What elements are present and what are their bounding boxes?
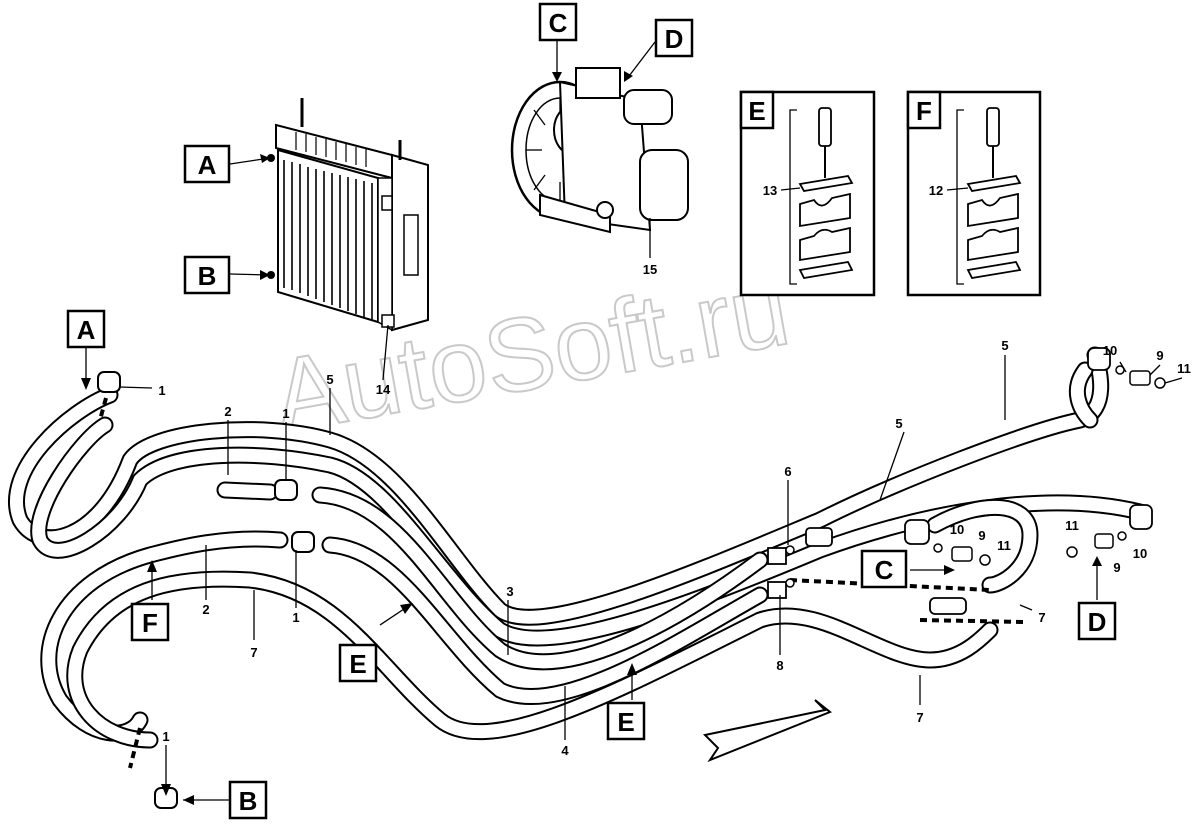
part-number-6: 6 <box>784 464 791 479</box>
svg-text:E: E <box>349 649 366 679</box>
part-number-5-left: 5 <box>326 372 333 387</box>
part-number-5-mid: 5 <box>895 416 902 431</box>
part-number-13: 13 <box>763 183 777 198</box>
part-number-11-top: 11 <box>1177 361 1191 376</box>
part-number-1-top: 1 <box>158 383 165 398</box>
svg-text:A: A <box>77 315 96 345</box>
forward-arrow-icon <box>702 699 832 763</box>
part-number-14: 14 <box>376 382 391 397</box>
part-number-9-c: 9 <box>978 528 985 543</box>
oil-cooler-radiator <box>267 98 429 332</box>
part-number-10-d: 10 <box>1133 546 1147 561</box>
detail-view-f: F 12 <box>906 90 1042 297</box>
part-number-10-top: 10 <box>1103 343 1117 358</box>
callout-f-hose: F <box>130 602 170 642</box>
detail-f-label: F <box>916 96 932 126</box>
part-number-9-top: 9 <box>1156 348 1163 363</box>
svg-text:D: D <box>1088 607 1107 637</box>
part-number-11-c: 11 <box>997 538 1011 553</box>
transmission-housing <box>510 67 689 234</box>
svg-text:D: D <box>665 24 684 54</box>
part-number-12: 12 <box>929 183 943 198</box>
callout-d-fitting: D <box>1077 601 1117 641</box>
svg-text:A: A <box>198 150 217 180</box>
part-number-2-top: 2 <box>224 404 231 419</box>
part-number-7-left: 7 <box>250 645 257 660</box>
svg-text:B: B <box>198 261 217 291</box>
part-number-1-bottom: 1 <box>162 729 169 744</box>
part-number-4: 4 <box>561 743 569 758</box>
callout-b-hose: B <box>228 780 268 820</box>
callout-a-hose: A <box>66 309 106 349</box>
callout-a-radiator: A <box>183 144 231 184</box>
callout-c-fitting: C <box>860 549 908 589</box>
part-number-11-d: 11 <box>1065 518 1079 533</box>
detail-e-label: E <box>748 96 765 126</box>
part-number-1-low: 1 <box>292 610 299 625</box>
part-number-9-d: 9 <box>1113 560 1120 575</box>
part-number-5-right: 5 <box>1001 338 1008 353</box>
part-number-8: 8 <box>776 658 783 673</box>
part-number-10-c: 10 <box>950 522 964 537</box>
part-number-1-mid: 1 <box>282 406 289 421</box>
detail-view-e: E 13 <box>739 90 876 297</box>
part-number-3: 3 <box>506 584 513 599</box>
svg-text:B: B <box>239 786 258 816</box>
callout-d-transmission: D <box>654 18 694 58</box>
svg-text:E: E <box>617 707 634 737</box>
part-number-7-right: 7 <box>1038 610 1045 625</box>
svg-text:F: F <box>142 608 158 638</box>
callout-c-transmission: C <box>538 2 578 42</box>
part-number-15: 15 <box>643 262 657 277</box>
svg-text:C: C <box>875 555 894 585</box>
callout-e-hose-right: E <box>606 701 646 741</box>
callout-e-hose-left: E <box>338 643 378 683</box>
hose-group <box>8 346 1166 809</box>
callout-b-radiator: B <box>183 255 231 295</box>
part-number-7-bottom: 7 <box>916 710 923 725</box>
svg-text:C: C <box>549 8 568 38</box>
part-number-2-low: 2 <box>202 602 209 617</box>
